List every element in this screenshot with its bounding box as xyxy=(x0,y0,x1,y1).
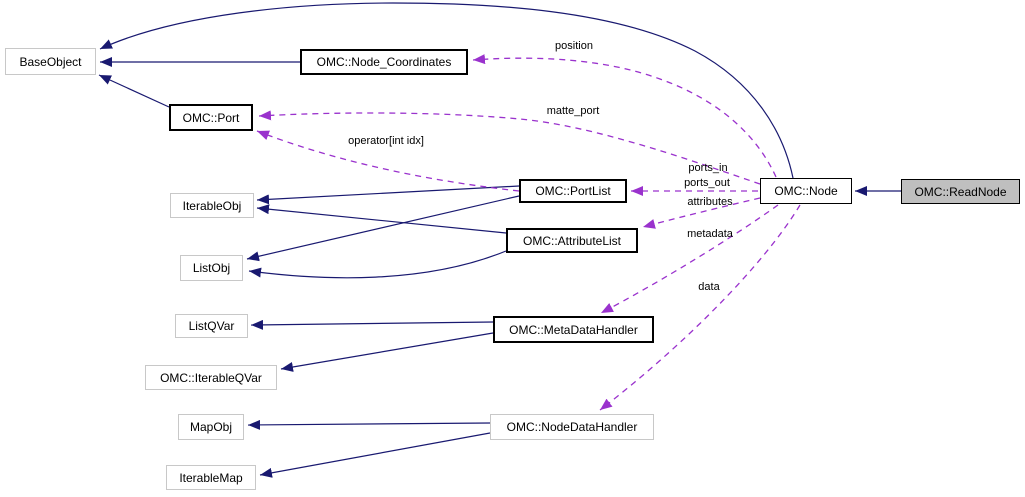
class-box-omc-node[interactable]: OMC::Node xyxy=(760,178,852,204)
class-box-omc-metadatahandler[interactable]: OMC::MetaDataHandler xyxy=(493,316,654,343)
class-box-omc-node-coordinates[interactable]: OMC::Node_Coordinates xyxy=(300,49,468,75)
usage-edges xyxy=(256,54,801,411)
edge-label-matte-port: matte_port xyxy=(546,105,600,117)
edge-label-attributes: attributes xyxy=(687,196,733,208)
edge-label-ports-in: ports_in xyxy=(688,162,728,174)
class-box-omc-portlist[interactable]: OMC::PortList xyxy=(519,179,627,203)
edge-label-data: data xyxy=(698,281,720,293)
class-box-omc-port[interactable]: OMC::Port xyxy=(169,104,253,131)
inheritance-edges xyxy=(98,2,901,478)
class-box-baseobject: BaseObject xyxy=(5,48,96,75)
edge-label-operator: operator[int idx] xyxy=(348,135,424,147)
class-box-omc-attributelist[interactable]: OMC::AttributeList xyxy=(506,228,638,253)
class-box-listobj: ListObj xyxy=(180,255,243,281)
class-box-iterableobj: IterableObj xyxy=(170,193,254,218)
edge-label-metadata: metadata xyxy=(687,228,733,240)
class-box-omc-iterableqvar: OMC::IterableQVar xyxy=(145,365,277,390)
class-box-omc-nodedatahandler: OMC::NodeDataHandler xyxy=(490,414,654,440)
edge-label-position: position xyxy=(555,40,593,52)
class-box-omc-readnode: OMC::ReadNode xyxy=(901,179,1020,204)
class-box-listqvar: ListQVar xyxy=(175,314,248,338)
edge-label-ports-out: ports_out xyxy=(684,177,730,189)
class-box-iterablemap: IterableMap xyxy=(166,465,256,490)
class-box-mapobj: MapObj xyxy=(178,414,244,440)
